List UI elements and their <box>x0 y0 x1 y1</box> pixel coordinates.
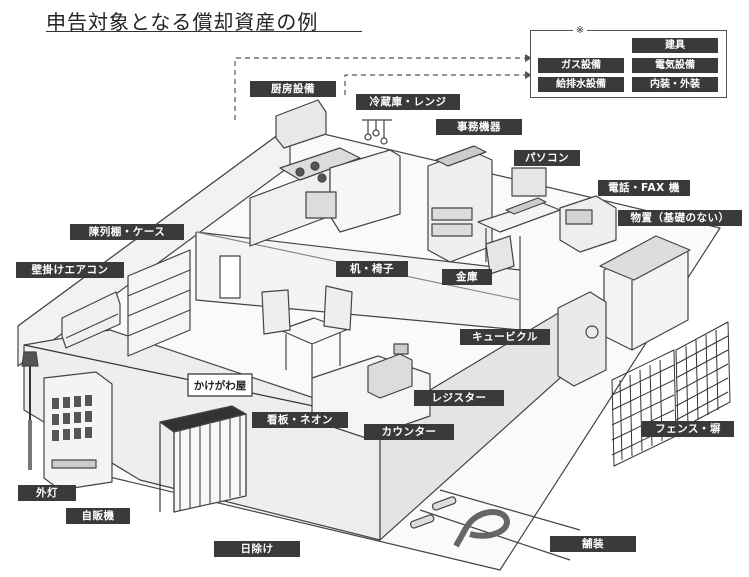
legend-leader-2 <box>344 74 525 95</box>
label-display-shelf: 陳列棚・ケース <box>70 224 184 240</box>
legend-item-gas: ガス設備 <box>538 58 624 73</box>
label-kitchen: 厨房設備 <box>250 81 336 97</box>
chair-right <box>323 285 353 331</box>
oven <box>305 191 337 219</box>
label-outdoor-light: 外灯 <box>18 485 76 501</box>
awning <box>159 405 247 513</box>
label-vending: 自販機 <box>66 508 130 524</box>
label-register: レジスター <box>414 390 504 406</box>
shop-signboard <box>187 373 253 397</box>
label-signboard: 看板・ネオン <box>252 412 348 428</box>
label-desk-chair: 机・椅子 <box>336 261 408 277</box>
chair-left <box>261 289 291 335</box>
label-aircon: 壁掛けエアコン <box>16 262 124 278</box>
kitchen-hood <box>275 99 327 149</box>
label-shed: 物置（基礎のない） <box>618 210 742 226</box>
cubicle <box>557 291 607 387</box>
label-cubicle: キュービクル <box>460 329 550 345</box>
label-counter: カウンター <box>364 424 454 440</box>
outdoor-light <box>21 351 39 470</box>
wall-aircon <box>61 291 121 349</box>
legend-item-tategu: 建具 <box>632 38 718 53</box>
label-phone-fax: 電話・FAX 機 <box>598 180 690 196</box>
legend-leader-1 <box>234 57 525 120</box>
pc-keyboard <box>505 197 547 215</box>
label-fence: フェンス・塀 <box>642 421 734 437</box>
page-title: 申告対象となる償却資産の例 <box>46 10 319 34</box>
label-office-machine: 事務機器 <box>436 119 522 135</box>
copier <box>427 149 493 263</box>
safe <box>485 235 515 275</box>
pc-monitor <box>511 167 547 197</box>
label-awning: 日除け <box>214 541 300 557</box>
label-fridge-range: 冷蔵庫・レンジ <box>356 94 460 110</box>
parking-paving <box>409 489 581 561</box>
label-paving: 舗装 <box>550 536 636 552</box>
ladle-icon <box>364 133 372 141</box>
legend-item-interior: 内装・外装 <box>632 77 718 92</box>
interior-door <box>219 255 241 299</box>
legend-item-water: 給排水設備 <box>538 77 624 92</box>
label-safe: 金庫 <box>442 269 492 285</box>
title-underline <box>46 31 362 32</box>
label-pc: パソコン <box>514 150 580 166</box>
legend-mark: ※ <box>573 26 587 36</box>
shop-sign-text: かけがわ屋 <box>193 380 247 392</box>
legend-item-electric: 電気設備 <box>632 58 718 73</box>
